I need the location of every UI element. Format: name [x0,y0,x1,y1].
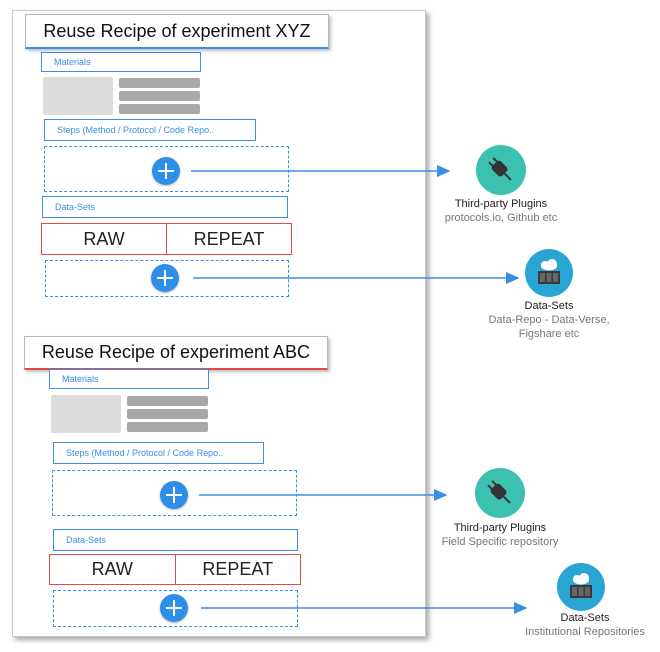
material-text-line [119,78,200,88]
cloud-server-icon [525,249,573,297]
recipe-title-xyz: Reuse Recipe of experiment XYZ [25,14,329,49]
materials-label: Materials [41,52,201,72]
steps-label: Steps (Method / Protocol / Code Repo.. [44,119,256,141]
add-dataset-button[interactable] [151,264,179,292]
material-text-line [119,91,200,101]
add-step-button[interactable] [160,481,188,509]
plug-icon [475,468,525,518]
add-dataset-button[interactable] [160,594,188,622]
repeat-cell[interactable]: REPEAT [166,224,291,254]
add-step-button[interactable] [152,157,180,185]
target-caption-plugins: Third-party Plugins protocols.io, Github… [444,198,558,224]
material-text-line [119,104,200,114]
repeat-cell[interactable]: REPEAT [174,555,301,584]
steps-label: Steps (Method / Protocol / Code Repo.. [53,442,264,464]
target-caption-datasets: Data-Sets Data-Repo - Data-Verse, Figsha… [488,300,610,340]
target-caption-datasets: Data-Sets Institutional Repositories [525,612,645,638]
raw-repeat-row: RAW REPEAT [41,223,292,255]
datasets-label: Data-Sets [42,196,288,218]
material-thumbnail [43,77,113,115]
material-thumbnail [51,395,121,433]
raw-cell[interactable]: RAW [83,228,125,249]
material-text-line [127,409,208,419]
steps-dropzone[interactable] [52,470,297,516]
target-caption-plugins: Third-party Plugins Field Specific repos… [441,522,559,548]
material-text-line [127,396,208,406]
cloud-server-icon [557,563,605,611]
material-text-line [127,422,208,432]
raw-repeat-row: RAW REPEAT [49,554,301,585]
materials-label: Materials [49,369,209,389]
plug-icon [476,145,526,195]
raw-cell[interactable]: RAW [91,559,133,579]
steps-dropzone[interactable] [44,146,289,192]
datasets-label: Data-Sets [53,529,298,551]
recipe-title-abc: Reuse Recipe of experiment ABC [24,336,328,370]
